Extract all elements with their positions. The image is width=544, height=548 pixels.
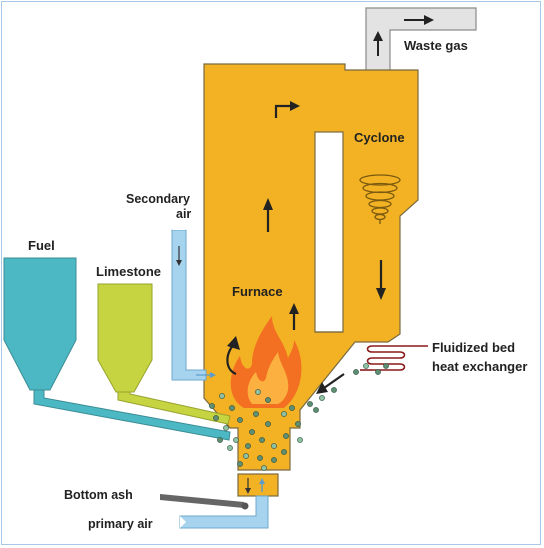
particle-dot (295, 421, 301, 427)
riser-arrow-up-icon (263, 198, 273, 232)
particle-dot (375, 369, 381, 375)
heat-exchanger-coil-icon (360, 345, 428, 371)
furnace-label: Furnace (232, 284, 283, 299)
particle-dot (261, 465, 267, 471)
particle-dot (255, 389, 261, 395)
particle-dot (257, 455, 263, 461)
bottom-ash-label: Bottom ash (64, 488, 133, 502)
secondary-air-inlet-arrow-icon (196, 372, 216, 378)
waste-gas-label: Waste gas (404, 38, 468, 53)
cyclone-vortex-icon (359, 174, 401, 224)
bottom-ash-valve (241, 502, 249, 510)
particle-dot (259, 437, 265, 443)
particle-dot (223, 425, 229, 431)
particle-dot (281, 411, 287, 417)
secondary-air-label-line2: air (176, 207, 191, 221)
waste-gas-arrow-right-icon (404, 15, 434, 25)
return-arrow-icon (316, 373, 345, 394)
limestone-hopper (97, 283, 153, 393)
furnace-arrow-up-icon (289, 303, 299, 330)
particle-dot (217, 437, 223, 443)
particle-dot (271, 443, 277, 449)
particle-dot (297, 437, 303, 443)
particle-dot (265, 421, 271, 427)
bottom-ash-arrow-icon (245, 478, 251, 494)
cyclone-label: Cyclone (354, 130, 405, 145)
limestone-feed-pipe (117, 391, 231, 425)
particle-dot (243, 453, 249, 459)
particle-dot (313, 407, 319, 413)
particle-dot (307, 401, 313, 407)
particle-dot (363, 363, 369, 369)
particles (209, 363, 389, 471)
particle-dot (265, 397, 271, 403)
secondary-air-duct (171, 229, 207, 381)
fuel-feed-pipe (33, 389, 231, 441)
secondary-air-arrow-icon (176, 246, 182, 266)
particle-dot (383, 363, 389, 369)
secondary-air-label-line1: Secondary (126, 192, 190, 206)
fluidized-bed-label-line1: Fluidized bed (432, 340, 515, 355)
particle-dot (245, 443, 251, 449)
particle-dot (219, 393, 225, 399)
particle-dot (237, 461, 243, 467)
particle-dot (249, 429, 255, 435)
fluidized-bed-label-line2: heat exchanger (432, 359, 527, 374)
particle-dot (281, 449, 287, 455)
particle-dot (331, 387, 337, 393)
furnace-body (203, 63, 419, 471)
top-turn-arrow-icon (274, 101, 300, 118)
particle-dot (283, 433, 289, 439)
fuel-hopper (3, 257, 77, 391)
particle-dot (319, 395, 325, 401)
flame-circulation-arrow-icon (226, 336, 240, 376)
primary-air-label: primary air (88, 517, 153, 531)
particle-dot (229, 405, 235, 411)
grate-box (237, 473, 279, 497)
bottom-ash-pipe (160, 494, 244, 508)
particle-dot (353, 369, 359, 375)
riser-cyclone-gap (314, 131, 344, 333)
limestone-label: Limestone (96, 264, 161, 279)
particle-dot (227, 445, 233, 451)
particle-dot (213, 415, 219, 421)
particle-dot (209, 403, 215, 409)
particle-dot (233, 437, 239, 443)
waste-gas-arrow-up-icon (373, 31, 383, 56)
particle-dot (289, 405, 295, 411)
particle-dot (271, 457, 277, 463)
downcomer-arrow-down-icon (376, 260, 386, 300)
fuel-label: Fuel (28, 238, 55, 253)
particle-dot (253, 411, 259, 417)
particle-dot (237, 417, 243, 423)
primary-air-arrow-icon (259, 478, 265, 492)
